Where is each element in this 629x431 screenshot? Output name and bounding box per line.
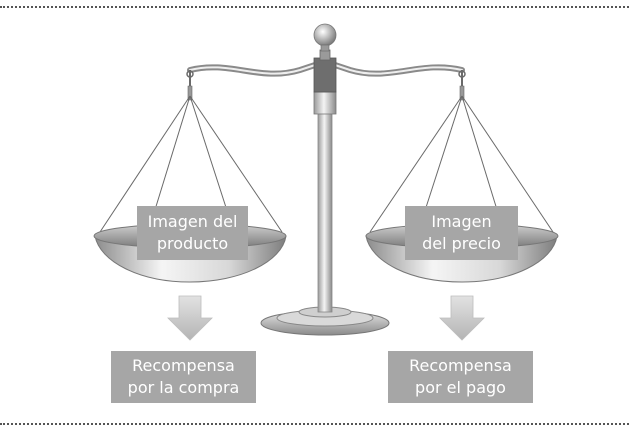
purchase-reward-line1: Recompensa bbox=[132, 356, 235, 375]
scale-beam bbox=[187, 23, 465, 93]
payment-reward-line1: Recompensa bbox=[409, 356, 512, 375]
bottom-divider bbox=[0, 423, 629, 425]
arrow-down-icon bbox=[167, 295, 213, 341]
right-hanger bbox=[369, 70, 554, 233]
arrow-down-icon bbox=[439, 295, 485, 341]
price-image-line2: del precio bbox=[422, 234, 501, 253]
payment-reward-line2: por el pago bbox=[415, 378, 506, 397]
top-divider bbox=[0, 6, 629, 8]
purchase-reward-label: Recompensa por la compra bbox=[111, 351, 256, 403]
product-image-label: Imagen del producto bbox=[137, 206, 248, 260]
purchase-reward-line2: por la compra bbox=[127, 378, 240, 397]
payment-reward-label: Recompensa por el pago bbox=[388, 351, 533, 403]
left-hanger bbox=[99, 70, 283, 233]
price-image-line1: Imagen bbox=[431, 212, 492, 231]
price-image-label: Imagen del precio bbox=[405, 206, 518, 260]
product-image-line1: Imagen del bbox=[147, 212, 238, 231]
product-image-line2: producto bbox=[156, 234, 229, 253]
scale-pole bbox=[313, 91, 337, 313]
scale-base bbox=[260, 306, 390, 336]
